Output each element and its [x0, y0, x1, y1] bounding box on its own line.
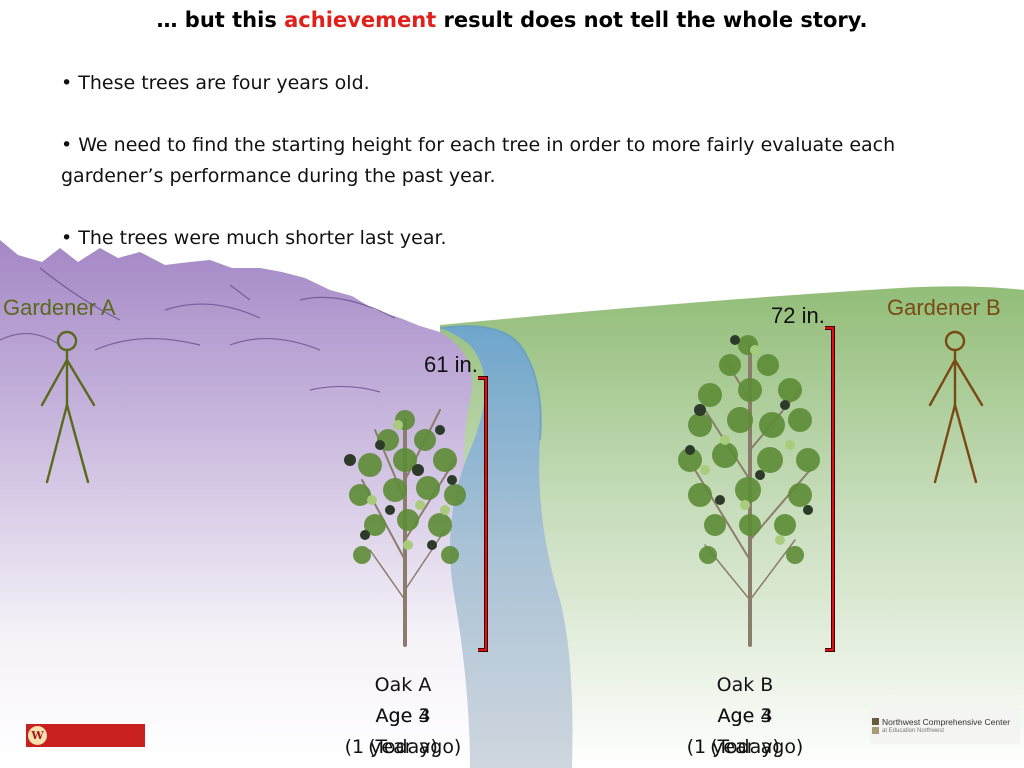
varc-logo: W [26, 724, 145, 747]
bullet-list: • These trees are four years old. • We n… [61, 68, 991, 285]
oak-b-age-2: Age 4 [717, 705, 773, 727]
purple-mountains [0, 240, 478, 768]
mountain-ridges [0, 267, 396, 393]
oak-b-name: Oak B [716, 674, 774, 696]
nwcc-logo: Northwest Comprehensive Center at Educat… [870, 708, 1020, 744]
oak-b-when-2: (Today) [710, 736, 780, 758]
oak-b-tree [678, 335, 820, 647]
nwcc-subname: at Education Northwest [882, 728, 945, 734]
oak-a-age-2: Age 4 [375, 705, 431, 727]
uw-seal-icon: W [28, 726, 47, 745]
oak-a-age-1: Age 3 [375, 705, 431, 727]
title-suffix: result does not tell the whole story. [436, 8, 868, 32]
title-highlight: achievement [284, 8, 437, 32]
oak-b-age-1: Age 3 [717, 705, 773, 727]
oak-a-name: Oak A [374, 674, 432, 696]
gardener-b-label: Gardener B [887, 295, 1001, 320]
oak-b-caption: Oak B Age 3 Age 4 (1 year ago) (Today) [655, 670, 835, 763]
oak-a-when-2: (Today) [368, 736, 438, 758]
gardener-b-figure [928, 330, 984, 484]
oak-a-when-1: (1 year ago) [344, 736, 462, 758]
oak-a-caption: Oak A Age 3 Age 4 (1 year ago) (Today) [313, 670, 493, 763]
gardener-a-label: Gardener A [3, 295, 116, 320]
bullet-item: • We need to find the starting height fo… [61, 134, 896, 187]
oak-a-tree [344, 409, 466, 647]
nwcc-name: Northwest Comprehensive Center [882, 717, 1011, 727]
green-field [440, 286, 1024, 768]
oak-b-when-1: (1 year ago) [686, 736, 804, 758]
oak-b-height-label: 72 in. [771, 303, 825, 328]
bullet-item: • These trees are four years old. [61, 72, 370, 94]
title-prefix: … but this [156, 8, 285, 32]
bullet-item: • The trees were much shorter last year. [61, 227, 447, 249]
slide-title: … but this achievement result does not t… [0, 8, 1024, 32]
gardener-a-figure [40, 330, 96, 484]
oak-a-height-label: 61 in. [424, 352, 478, 377]
